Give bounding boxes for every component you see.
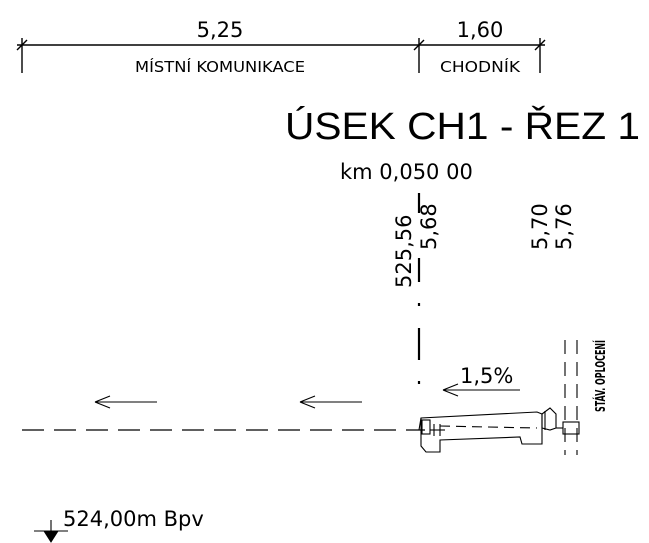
- road-label: MÍSTNÍ KOMUNIKACE: [135, 57, 305, 76]
- dimension-slash-right: [534, 39, 546, 51]
- axis-height-label: 525,56: [392, 215, 416, 288]
- sidewalk-label: CHODNÍK: [440, 57, 521, 76]
- sidewalk-width-value: 1,60: [457, 18, 504, 42]
- dimension-chain: 5,25 MÍSTNÍ KOMUNIKACE 1,60 CHODNÍK: [16, 18, 546, 76]
- existing-fence: [556, 340, 580, 455]
- slope-label: 1,5%: [460, 364, 513, 388]
- datum-label: 524,00m Bpv: [63, 507, 204, 531]
- road-width-value: 5,25: [197, 18, 244, 42]
- dimension-slash-left: [16, 39, 28, 51]
- section-title: ÚSEK CH1 - ŘEZ 1: [285, 105, 640, 148]
- right-height-label-2: 5,76: [552, 203, 576, 250]
- direction-arrow-left: [94, 395, 157, 409]
- datum-symbol: [34, 520, 68, 543]
- sidewalk-structure: [418, 407, 557, 453]
- slope-arrow: [442, 383, 520, 397]
- left-edge-height-label: 5,68: [417, 203, 441, 250]
- station-label: km 0,050 00: [340, 160, 473, 184]
- fence-label: STÁV. OPLOCENÍ: [593, 340, 609, 412]
- right-height-label-1: 5,70: [528, 203, 552, 250]
- dimension-slash-middle: [413, 39, 425, 51]
- direction-arrow-middle: [299, 395, 362, 409]
